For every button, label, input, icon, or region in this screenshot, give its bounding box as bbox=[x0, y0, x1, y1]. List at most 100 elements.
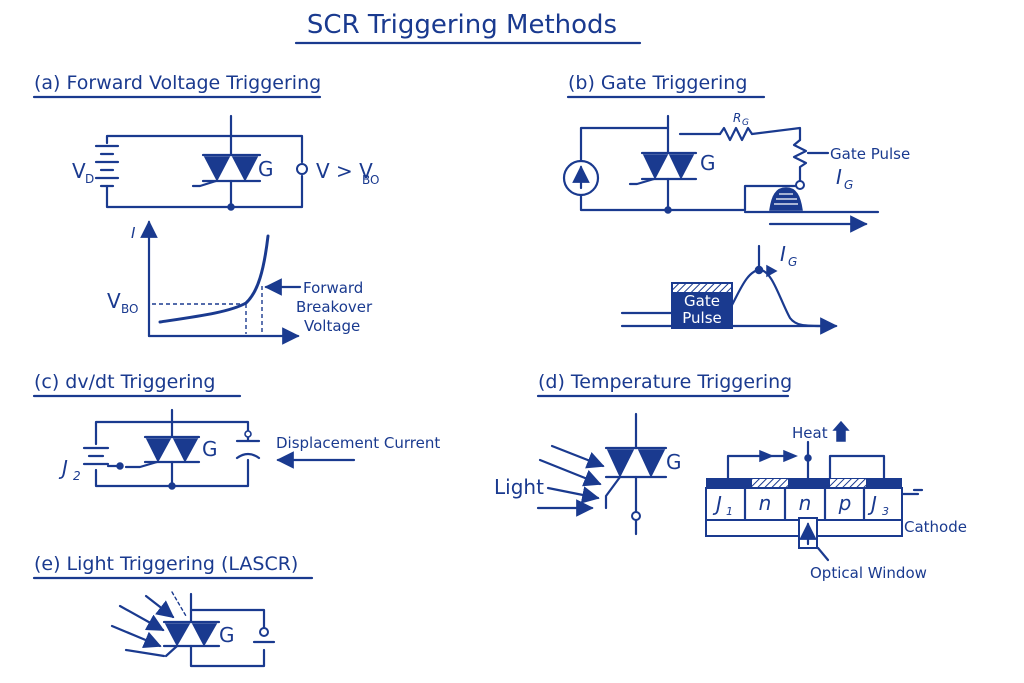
d-hatch-2 bbox=[830, 479, 866, 487]
a-vd-label: V bbox=[72, 159, 86, 183]
a-vd-sub: D bbox=[85, 172, 94, 186]
a-top-wire bbox=[105, 134, 304, 164]
e-light-ray-dashed bbox=[171, 591, 187, 617]
e-light-ray-1 bbox=[144, 594, 175, 619]
d-layer-n2: n bbox=[799, 491, 812, 515]
current-source-icon bbox=[562, 159, 600, 197]
c-displacement-label: Displacement Current bbox=[276, 434, 440, 452]
a-graph-vbo-label: V bbox=[107, 289, 121, 313]
page-title: SCR Triggering Methods bbox=[294, 10, 642, 45]
d-layer-j1-sub: 1 bbox=[726, 505, 733, 518]
d-light-ray-1 bbox=[550, 444, 605, 469]
d-light-label: Light bbox=[494, 475, 544, 499]
d-layer-j1: J bbox=[712, 492, 722, 516]
b-small-pulse-hatch bbox=[774, 193, 798, 205]
d-triangle-right bbox=[637, 449, 666, 478]
e-triangle-left bbox=[164, 623, 191, 647]
b-gate-wire-2 bbox=[750, 126, 802, 142]
a-annot-1: Forward bbox=[303, 279, 363, 297]
section-a-graph: I V BO Forward Breakover Voltage bbox=[107, 220, 373, 345]
scr-symbol-icon bbox=[191, 114, 262, 211]
page-title-text: SCR Triggering Methods bbox=[307, 10, 617, 40]
c-gate-label: G bbox=[202, 437, 218, 461]
d-current-arrow-2-icon bbox=[783, 449, 798, 463]
d-light-ray-2 bbox=[538, 458, 602, 487]
b-wave-peak-arrow-icon bbox=[766, 264, 778, 278]
d-top-layer bbox=[706, 478, 902, 488]
c-j2-dot bbox=[116, 462, 124, 470]
e-top-wire bbox=[189, 608, 266, 630]
e-light-ray-2 bbox=[118, 604, 165, 632]
section-a-circuit: V D G V > V BO bbox=[72, 114, 379, 211]
heat-up-arrow-icon bbox=[832, 420, 850, 442]
e-gate-lead bbox=[164, 644, 179, 658]
section-e: (e) Light Triggering (LASCR) G bbox=[32, 553, 314, 668]
b-pulse-box-line1: Gate bbox=[684, 292, 720, 310]
d-layer-n1: n bbox=[759, 491, 772, 515]
d-heat-dot bbox=[804, 454, 812, 462]
d-current-wire bbox=[726, 454, 788, 480]
e-triangle-right bbox=[191, 623, 218, 647]
section-e-circuit: G bbox=[110, 591, 276, 668]
section-b-heading: (b) Gate Triggering bbox=[568, 72, 747, 94]
b-rg-label: R bbox=[733, 111, 741, 125]
d-hatch-1 bbox=[752, 479, 788, 487]
d-right-wire bbox=[828, 454, 886, 480]
b-wave-curve bbox=[730, 268, 828, 328]
a-terminal-icon bbox=[296, 163, 308, 175]
d-terminal-icon bbox=[631, 511, 641, 521]
a-annot-2: Breakover bbox=[296, 298, 373, 316]
gate-pulse-resistor-icon bbox=[792, 138, 808, 182]
rg-resistor-icon bbox=[718, 126, 754, 142]
d-gate-lead bbox=[604, 475, 622, 510]
a-condition-label: V > V bbox=[316, 159, 373, 183]
capacitor-icon bbox=[235, 430, 261, 460]
section-a-heading: (a) Forward Voltage Triggering bbox=[34, 72, 321, 94]
a-gate-label: G bbox=[258, 157, 274, 181]
b-ig-sub: G bbox=[844, 178, 853, 192]
section-d-lasc: G Light bbox=[494, 412, 682, 536]
section-c: (c) dv/dt Triggering J 2 bbox=[32, 371, 440, 490]
a-graph-vbo-sub: BO bbox=[121, 302, 138, 316]
a-graph-y-label: I bbox=[131, 224, 136, 242]
b-wave-peak-dot bbox=[754, 265, 764, 275]
section-e-heading: (e) Light Triggering (LASCR) bbox=[34, 553, 298, 575]
e-light-ray-4 bbox=[124, 648, 166, 658]
b-wave-ig-label: I bbox=[780, 242, 786, 266]
e-gate-label: G bbox=[219, 623, 235, 647]
b-rg-sub: G bbox=[742, 118, 749, 128]
b-gate-label: G bbox=[700, 151, 716, 175]
section-d-heading: (d) Temperature Triggering bbox=[538, 371, 792, 393]
section-d: (d) Temperature Triggering G Light Heat bbox=[494, 371, 967, 582]
section-b-waveform: Gate Pulse I G bbox=[620, 242, 838, 335]
a-graph-curve bbox=[158, 234, 270, 324]
section-c-circuit: J 2 G Displacement Current bbox=[58, 408, 440, 490]
d-triangle-left bbox=[606, 449, 635, 478]
e-terminal-icon bbox=[259, 627, 269, 637]
c-j2-label: J bbox=[58, 456, 68, 480]
section-d-structure: Heat J 1 n n p J 3 Cathode bbox=[705, 420, 967, 582]
section-c-heading: (c) dv/dt Triggering bbox=[34, 371, 215, 393]
b-terminal-icon bbox=[795, 180, 805, 190]
d-optical-leader bbox=[816, 546, 830, 562]
b-bottom-wire bbox=[579, 184, 802, 212]
d-optical-label: Optical Window bbox=[810, 564, 927, 582]
a-annot-3: Voltage bbox=[304, 317, 360, 335]
e-light-ray-3 bbox=[110, 624, 162, 649]
e-bottom-wire bbox=[189, 644, 266, 668]
b-left-top-wire bbox=[579, 126, 670, 162]
scr-symbol-icon bbox=[124, 408, 201, 490]
scr-symbol-icon bbox=[628, 114, 698, 214]
d-layer-j3-sub: 3 bbox=[882, 505, 889, 518]
d-light-ray-3 bbox=[546, 486, 600, 504]
section-a: (a) Forward Voltage Triggering V D bbox=[32, 72, 379, 345]
d-layer-p: p bbox=[838, 491, 852, 515]
b-gate-pulse-label: Gate Pulse bbox=[830, 145, 910, 163]
a-condition-sub: BO bbox=[362, 173, 379, 187]
c-battery-icon bbox=[82, 446, 110, 466]
d-current-arrow-icon bbox=[759, 449, 774, 463]
battery-icon bbox=[94, 144, 120, 188]
a-bottom-wire bbox=[105, 174, 304, 209]
